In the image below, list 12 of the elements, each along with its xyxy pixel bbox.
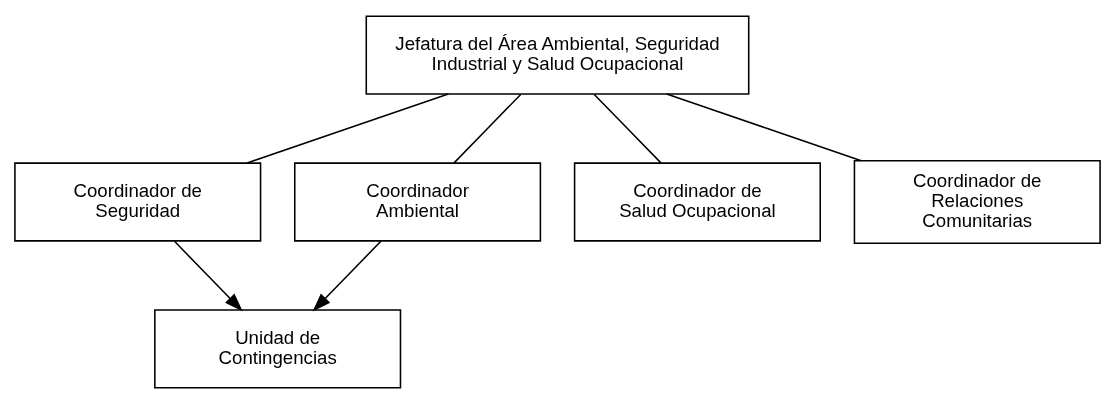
- node-box: Coordinador Ambiental: [294, 161, 542, 242]
- node-box: Unidad de Contingencias: [154, 308, 402, 389]
- node-box: Coordinador de Relaciones Comunitarias: [853, 159, 1101, 244]
- connector: [593, 93, 662, 164]
- arrow: [173, 240, 243, 311]
- node-box: Coordinador de Seguridad: [14, 161, 262, 242]
- node-box: Jefatura del Área Ambiental, Seguridad Industrial y Salud Ocupacional: [365, 14, 750, 95]
- connector: [246, 92, 450, 164]
- connector: [665, 92, 863, 161]
- connector: [453, 93, 522, 164]
- arrow: [312, 240, 382, 311]
- node-box: Coordinador de Salud Ocupacional: [573, 161, 821, 242]
